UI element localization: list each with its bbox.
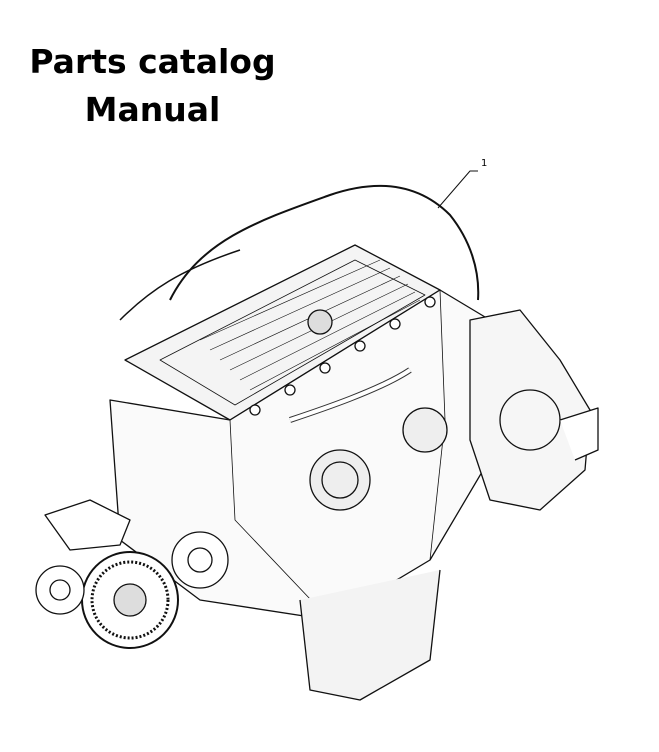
title-line-1: Parts catalog [29, 42, 276, 81]
title-line-2: Manual [84, 90, 221, 129]
engine-illustration [35, 170, 599, 701]
callout-number: 1 [481, 158, 488, 169]
